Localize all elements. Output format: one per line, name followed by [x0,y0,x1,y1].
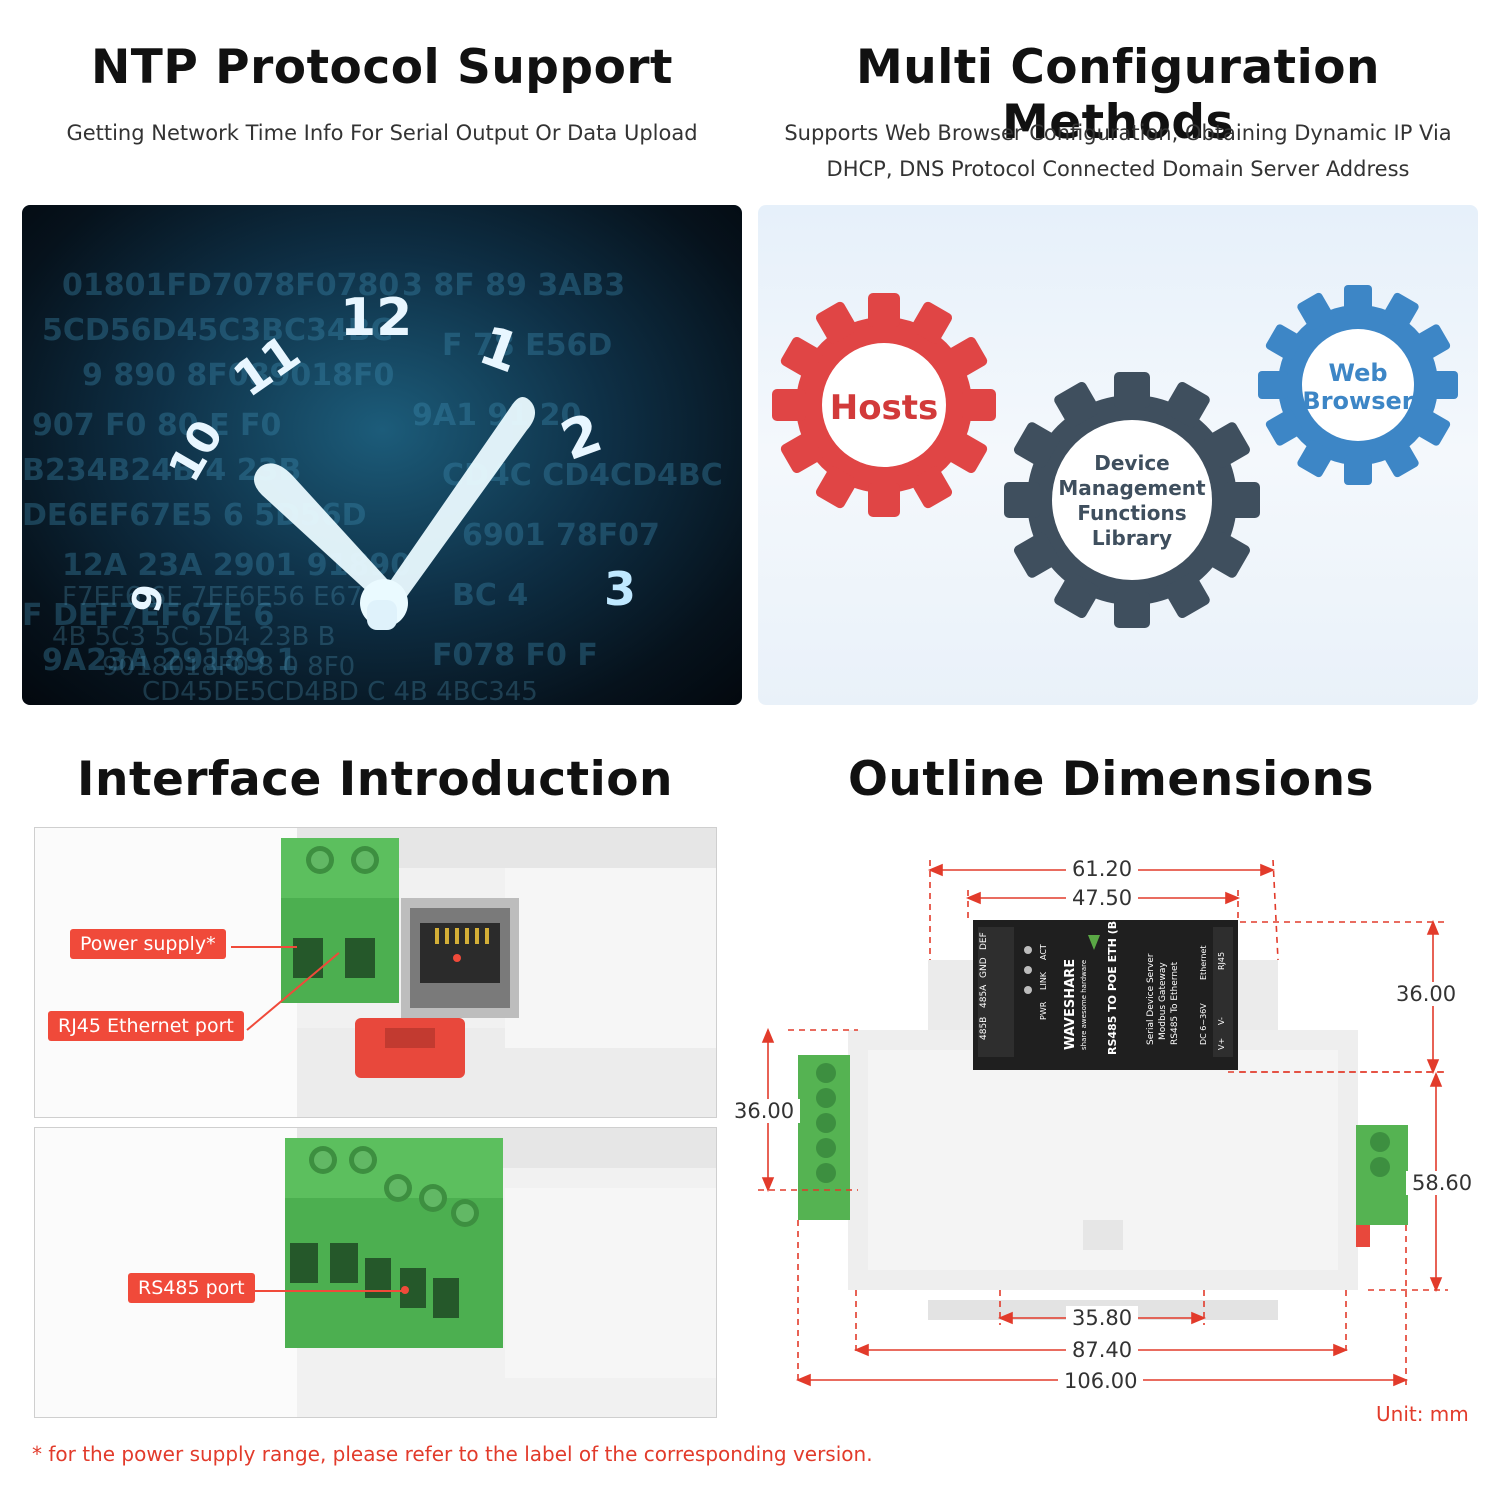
label-line3: RS485 To Ethernet [1170,961,1180,1045]
interface-photo-power-rj45 [34,827,717,1118]
gears-illustration: Hosts Device Management Functions Librar… [772,285,1458,628]
device-bottom-illustration [285,1128,716,1417]
label-power: DC 6~36V [1199,1003,1208,1045]
label-rj45: RJ45 [1217,952,1226,970]
svg-text:F 78 E56D: F 78 E56D [442,328,612,363]
dim-left: 36.00 [728,1099,801,1123]
interface-photo-rs485 [34,1127,717,1418]
device-label-2: Management [1058,476,1206,500]
led-pwr: PWR [1039,1001,1048,1020]
label-line2: Modbus Gateway [1158,962,1168,1040]
svg-text:3 8F 89 3AB3: 3 8F 89 3AB3 [402,268,625,303]
label-tagline: share awesome hardware [1080,960,1088,1050]
web-label-1: Web [1328,359,1387,387]
svg-text:6901 78F07: 6901 78F07 [462,518,660,553]
svg-text:CD45DE5CD4BD C 4B 4BC345: CD45DE5CD4BD C 4B 4BC345 [142,677,538,705]
config-title: Multi Configuration Methods [856,40,1380,150]
ntp-clock-image: 01801FD7078F0780 5CD56D45C3BC34BC 9 890 … [22,205,742,705]
dim-bottom-1: 35.80 [1066,1306,1139,1330]
rs485-callout-line [247,1290,407,1292]
dim-bottom-2: 87.40 [1066,1338,1139,1362]
device-gear-icon: Device Management Functions Library [1004,372,1260,628]
power-supply-callout: Power supply* [70,929,226,959]
pin-gnd: GND [979,957,989,978]
label-v-minus: V- [1217,1017,1226,1025]
ntp-subtitle: Getting Network Time Info For Serial Out… [66,121,698,145]
pin-485b: 485B [979,1017,989,1040]
svg-text:F DEF7EF67E 6: F DEF7EF67E 6 [22,598,274,633]
ntp-title: NTP Protocol Support [90,40,674,95]
svg-text:01801FD7078F0780: 01801FD7078F0780 [62,268,399,303]
device-body: 485B 485A GND DEF PWR LINK ACT WAVESHARE… [798,916,1408,1320]
config-subtitle-line1: Supports Web Browser Configuration, Obta… [784,121,1452,145]
hosts-label: Hosts [830,388,939,428]
svg-text:BC 4: BC 4 [452,578,528,613]
svg-text:9018018F0 8 0 8F0: 9018018F0 8 0 8F0 [102,652,355,682]
pin-485a: 485A [979,984,989,1008]
device-top-illustration [281,828,716,1117]
config-subtitle-line2: DHCP, DNS Protocol Connected Domain Serv… [826,157,1410,181]
clock-hands [253,396,536,630]
device-label-3: Functions [1077,501,1186,525]
svg-text:5CD56D45C3BC34BC: 5CD56D45C3BC34BC [42,313,393,348]
footnote: * for the power supply range, please ref… [32,1442,873,1466]
svg-text:9 890 8F089018F0: 9 890 8F089018F0 [82,358,394,393]
led-act: ACT [1039,944,1048,960]
rs485-callout: RS485 port [128,1273,255,1303]
web-gear-icon: Web Browser [1258,285,1458,485]
dim-top-inner: 47.50 [1066,886,1139,910]
web-label-2: Browser [1302,387,1413,415]
dim-right-upper: 36.00 [1390,982,1463,1006]
device-label-1: Device [1094,451,1169,475]
outline-title: Outline Dimensions [847,752,1375,807]
label-v-plus: V+ [1217,1038,1226,1050]
config-gears-image: Hosts Device Management Functions Librar… [758,205,1478,705]
label-brand: WAVESHARE [1063,959,1078,1050]
label-model: RS485 TO POE ETH (B) [1106,916,1119,1055]
dim-top-outer: 61.20 [1066,857,1139,881]
label-line1: Serial Device Server [1146,953,1156,1045]
rs485-callout-dot [401,1286,409,1294]
clock-3: 3 [604,562,636,616]
svg-text:F078 F0 F: F078 F0 F [432,638,598,673]
svg-text:F7EF6 6E 7EF6E56 E67E E: F7EF6 6E 7EF6E56 E67E E [62,582,404,612]
rj45-callout-dot [453,954,461,962]
interface-title: Interface Introduction [77,752,673,807]
clock-illustration: 01801FD7078F0780 5CD56D45C3BC34BC 9 890 … [22,268,723,705]
unit-label: Unit: mm [1376,1402,1469,1426]
rj45-callout: RJ45 Ethernet port [48,1011,244,1041]
dimension-lines [758,859,1448,1385]
svg-text:9A23A 29189 1: 9A23A 29189 1 [42,643,297,678]
clock-1: 1 [471,313,528,385]
led-link: LINK [1039,971,1048,990]
dim-bottom-3: 106.00 [1058,1369,1144,1393]
power-callout-line [231,946,297,948]
clock-12: 12 [340,288,412,348]
label-ethernet: Ethernet [1199,946,1208,980]
svg-text:907 F0 80 E F0: 907 F0 80 E F0 [32,408,281,443]
hosts-gear-icon: Hosts [772,293,996,517]
svg-text:4B 5C3 5C 5D4 23B B: 4B 5C3 5C 5D4 23B B [52,622,336,652]
device-label-4: Library [1092,526,1172,550]
pin-def: DEF [979,932,989,950]
dim-right-lower: 58.60 [1406,1171,1479,1195]
